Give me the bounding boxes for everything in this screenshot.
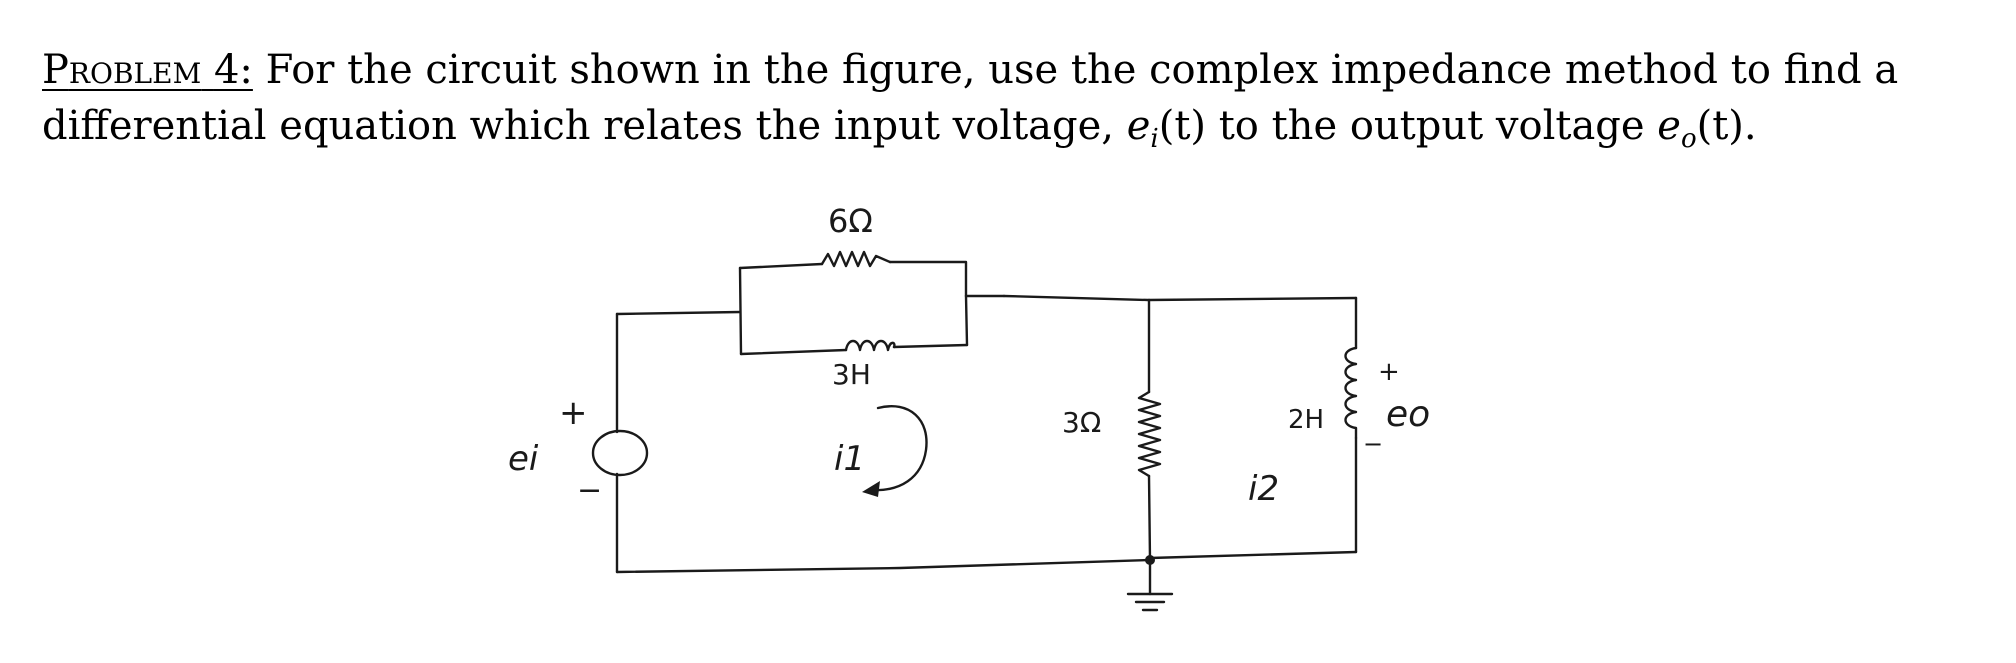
- output-label: eo: [1386, 394, 1430, 435]
- problem-line-1: Problem 4: For the circuit shown in the …: [42, 42, 1992, 98]
- ground-symbol: [1126, 555, 1174, 612]
- input-voltage-arg: (t): [1158, 103, 1207, 149]
- resistor-3-ohm: [1137, 390, 1162, 478]
- output-voltage-arg: (t): [1696, 103, 1744, 149]
- problem-label: Problem 4:: [42, 47, 253, 93]
- inductor-3h: [844, 339, 896, 352]
- problem-line-2: differential equation which relates the …: [42, 98, 1992, 154]
- resistor-6-ohm: [820, 250, 892, 268]
- problem-line-2-end: .: [1743, 103, 1757, 149]
- problem-statement: Problem 4: For the circuit shown in the …: [42, 42, 1992, 154]
- input-voltage-symbol: ei: [1126, 103, 1159, 154]
- output-plus: +: [1378, 357, 1400, 387]
- problem-label-number: 4:: [213, 47, 253, 93]
- problem-label-rest: roblem: [68, 47, 202, 93]
- loop1-label: i1: [834, 439, 865, 479]
- loop2-label: i2: [1248, 469, 1279, 509]
- voltage-source: [591, 429, 649, 477]
- inductor-out-label: 2H: [1288, 405, 1324, 435]
- inductor-2h: [1344, 346, 1358, 440]
- problem-line-2-text-a: differential equation which relates the …: [42, 103, 1127, 149]
- source-label: ei: [508, 439, 539, 479]
- source-minus: −: [577, 473, 602, 508]
- problem-line-2-text-b: to the output voltage: [1206, 103, 1658, 149]
- source-plus: +: [559, 393, 588, 433]
- output-minus: −: [1363, 430, 1383, 458]
- problem-line-1-text: For the circuit shown in the figure, use…: [252, 47, 1899, 93]
- inductor-mid-label: 3H: [832, 358, 871, 391]
- loop-current-arrow: [862, 405, 928, 497]
- problem-label-first: P: [42, 47, 69, 93]
- output-voltage-symbol: eo: [1657, 103, 1697, 154]
- resistor-top-label: 6Ω: [828, 202, 873, 240]
- circuit-wires: [615, 260, 1358, 574]
- resistor-shunt-label: 3Ω: [1062, 406, 1101, 439]
